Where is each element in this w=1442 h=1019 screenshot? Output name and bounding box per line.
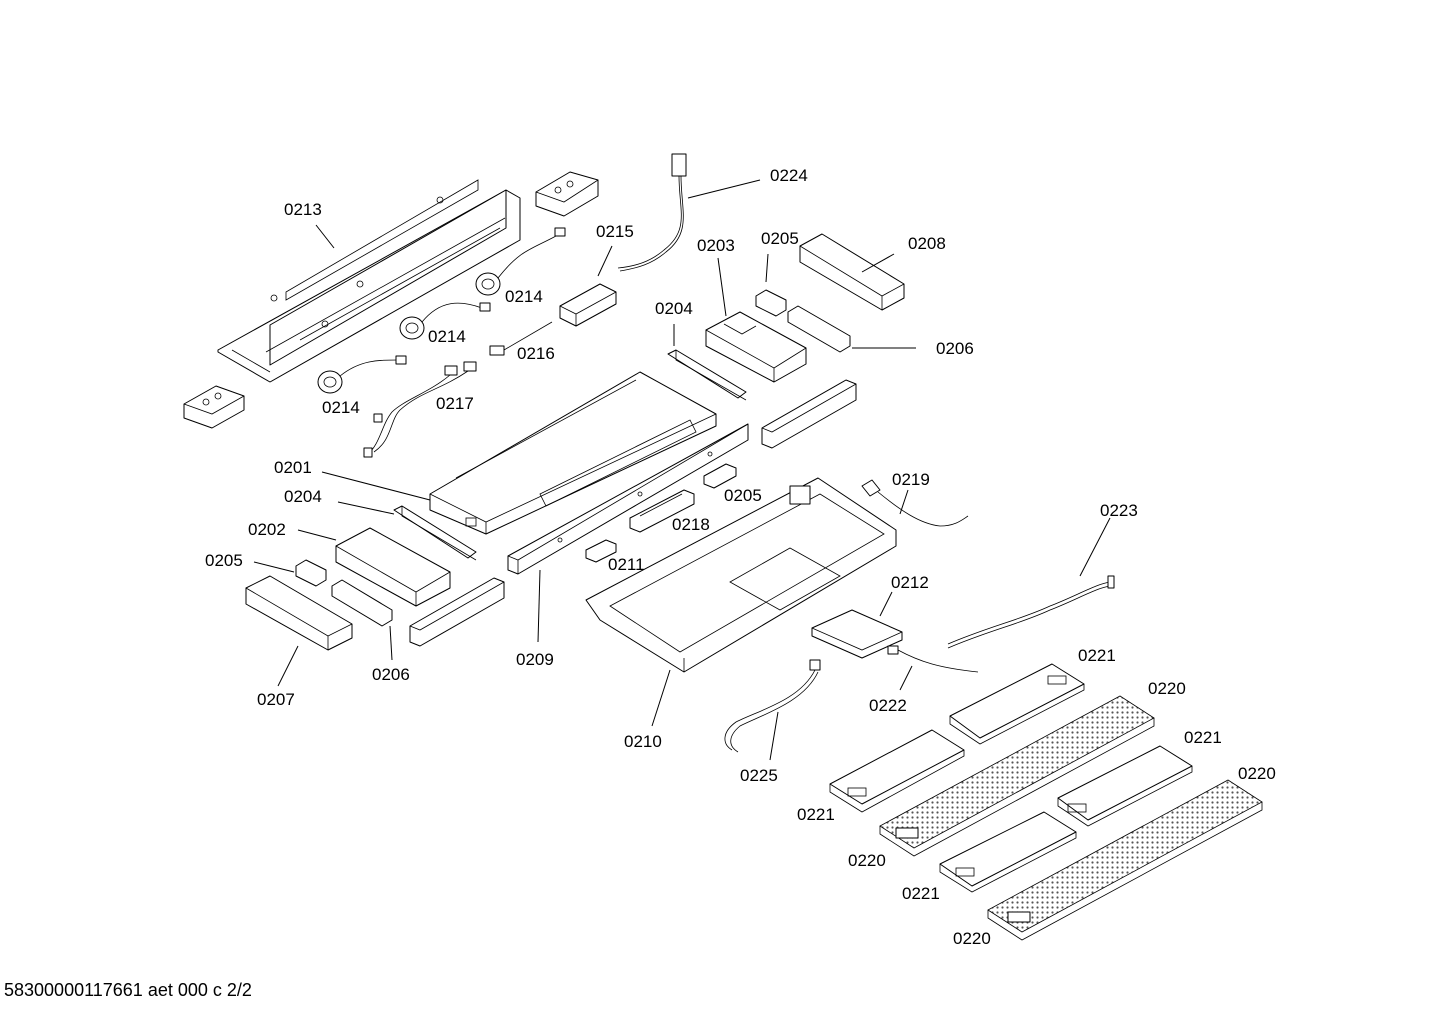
part-0224-cable: [617, 153, 687, 272]
part-0203-pcb: [705, 311, 807, 383]
label-0205: 0205: [724, 486, 762, 505]
callout-labels: 0213 0224 0215 0203 0205 0208 0214 0214 …: [205, 166, 1276, 948]
part-0220-grease-filter-1: [879, 695, 1155, 857]
part-0213-lamp-rail: [217, 179, 521, 383]
part-0213-endcap-bottom: [183, 385, 245, 429]
part-0221-filter-3: [1057, 745, 1193, 827]
part-0210-base-tray: [585, 477, 897, 673]
label-0216: 0216: [517, 344, 555, 363]
label-0211: 0211: [608, 555, 645, 574]
label-0221: 0221: [902, 884, 940, 903]
label-0208: 0208: [908, 234, 946, 253]
part-0215-ballast: [559, 283, 617, 327]
part-0217-wiring-harness: [363, 361, 477, 458]
part-0225-cable: [724, 659, 821, 753]
part-0205-block-low: [295, 559, 327, 587]
label-0210: 0210: [624, 732, 662, 751]
label-0222: 0222: [869, 696, 907, 715]
label-0209: 0209: [516, 650, 554, 669]
label-0220: 0220: [953, 929, 991, 948]
label-0221: 0221: [1184, 728, 1222, 747]
part-0201-housing: [429, 371, 717, 535]
label-0221: 0221: [797, 805, 835, 824]
label-0215: 0215: [596, 222, 634, 241]
part-0213-endcap-top: [535, 171, 599, 217]
part-0219-cable: [861, 479, 969, 527]
label-0220: 0220: [1148, 679, 1186, 698]
part-0204-bracket-top: [667, 349, 747, 401]
part-0207-bracket: [245, 575, 353, 651]
part-0211-knob: [585, 539, 617, 563]
label-0224: 0224: [770, 166, 808, 185]
label-0218: 0218: [672, 515, 710, 534]
label-0220: 0220: [1238, 764, 1276, 783]
label-0214: 0214: [322, 398, 360, 417]
label-0217: 0217: [436, 394, 474, 413]
label-0206: 0206: [936, 339, 974, 358]
part-0202-pcb: [335, 527, 451, 607]
label-0219: 0219: [892, 470, 930, 489]
label-0205: 0205: [205, 551, 243, 570]
part-0221-filter-2: [829, 729, 965, 813]
part-0216-connector: [489, 321, 553, 356]
label-0214: 0214: [428, 327, 466, 346]
leader-lines: [253, 179, 1111, 761]
part-0223-ribbon-cable: [947, 575, 1115, 649]
part-0209-rail: [507, 423, 749, 575]
label-0204: 0204: [284, 487, 322, 506]
label-0213: 0213: [284, 200, 322, 219]
part-0218-switch-panel: [629, 489, 695, 533]
part-0220-grease-filter-2: [987, 779, 1263, 941]
part-0212-board: [811, 609, 903, 659]
part-0205-block-mid: [703, 463, 737, 489]
label-0212: 0212: [891, 573, 929, 592]
label-0214: 0214: [505, 287, 543, 306]
label-0207: 0207: [257, 690, 295, 709]
document-reference: 58300000117661 aet 000 c 2/2: [4, 980, 252, 1000]
label-0202: 0202: [248, 520, 286, 539]
part-0214-lamp-sockets: [317, 227, 566, 394]
label-0223: 0223: [1100, 501, 1138, 520]
part-0206-strip-top: [787, 305, 851, 353]
label-0201: 0201: [274, 458, 312, 477]
part-0206-side-rail: [761, 379, 857, 449]
part-0222-cable: [887, 645, 979, 673]
part-0205-block-top: [755, 289, 787, 317]
label-0220: 0220: [848, 851, 886, 870]
label-0203: 0203: [697, 236, 735, 255]
part-0206-side-rail-low: [409, 577, 505, 647]
label-0204: 0204: [655, 299, 693, 318]
part-0204-bracket-bottom: [393, 505, 477, 561]
part-0206-strip-low: [331, 579, 393, 627]
part-0221-filter-1: [949, 663, 1085, 745]
label-0206: 0206: [372, 665, 410, 684]
label-0225: 0225: [740, 766, 778, 785]
label-0221: 0221: [1078, 646, 1116, 665]
part-0208-bracket: [799, 233, 905, 311]
part-0221-filter-4: [939, 811, 1077, 893]
label-0205: 0205: [761, 229, 799, 248]
